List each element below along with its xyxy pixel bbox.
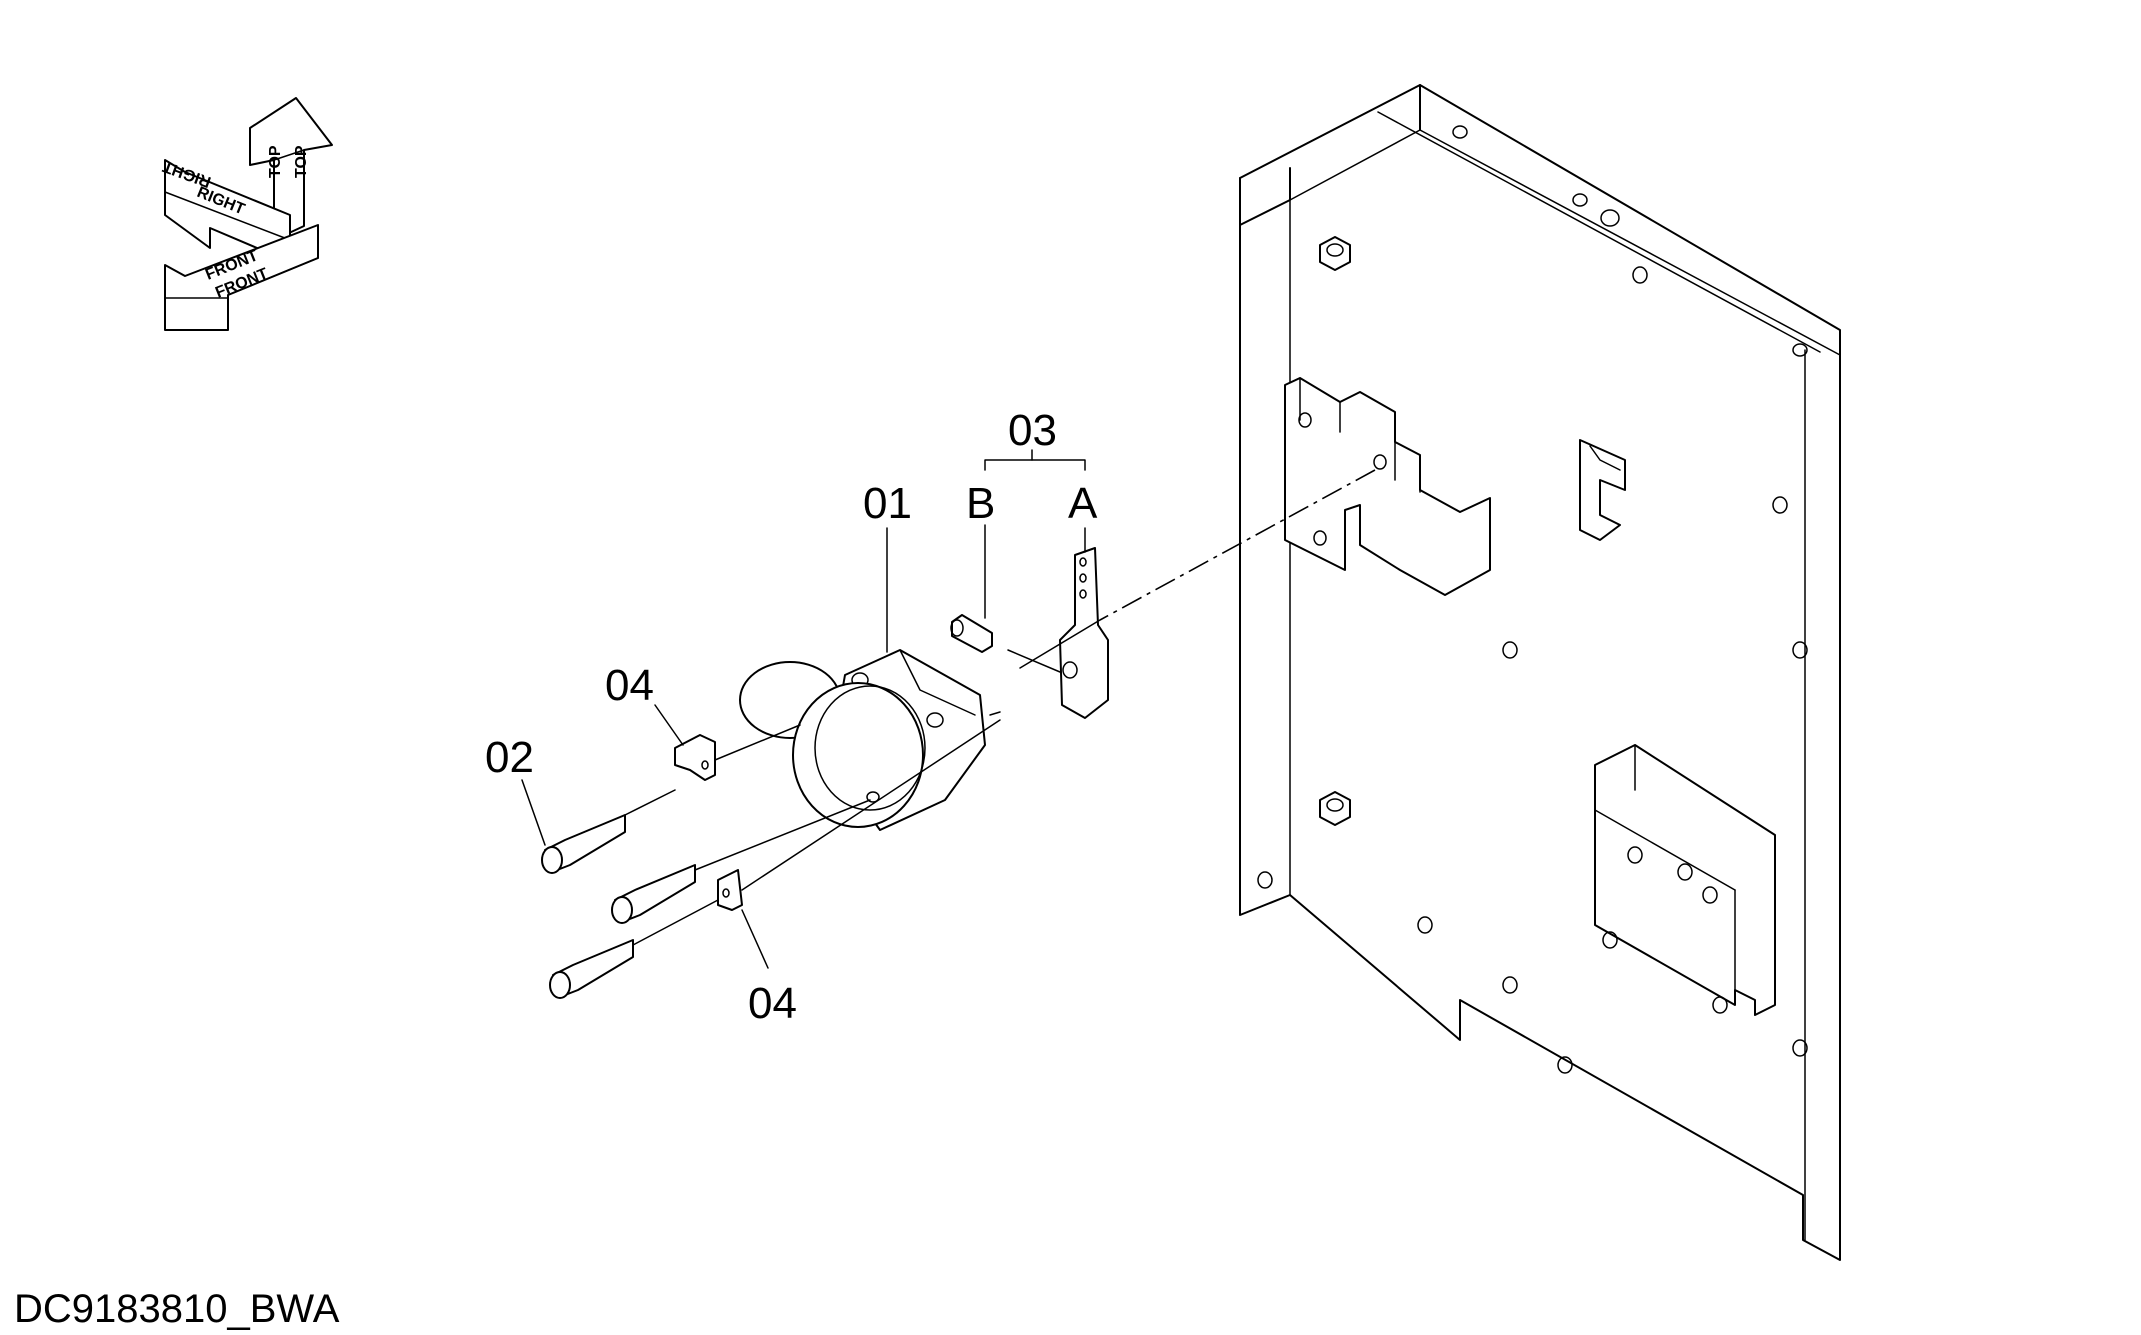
callout-04-lower: 04 <box>748 979 797 1028</box>
nut-upper-icon <box>1319 236 1351 271</box>
bolt-upper <box>541 814 626 874</box>
lower-bracket <box>1594 744 1776 1016</box>
top-arrow-icon <box>249 97 333 241</box>
right-arrow-icon <box>164 159 291 263</box>
nut-lower-icon <box>1319 791 1351 826</box>
clip-upper <box>674 734 716 781</box>
leader-lines <box>521 449 1086 969</box>
callout-03: 03 <box>1008 406 1057 455</box>
bolt-lower <box>549 939 634 999</box>
orientation-top-label-2: TOP <box>293 145 310 178</box>
assembly-lines <box>624 469 1376 946</box>
callout-02: 02 <box>485 733 534 782</box>
orientation-indicator: TOP TOP RIGHT RIGHT FRONT FRONT <box>161 97 333 331</box>
orientation-top-label: TOP <box>267 145 284 178</box>
callout-04-upper: 04 <box>605 661 654 710</box>
callout-b: B <box>966 479 995 528</box>
lever-arm <box>1059 547 1109 719</box>
callout-a: A <box>1068 479 1098 528</box>
screw-b <box>950 614 993 653</box>
actuator-motor <box>739 649 1001 831</box>
drawing-id: DC9183810_BWA <box>14 1287 340 1331</box>
upper-bracket <box>1284 377 1491 596</box>
hook-bracket <box>1579 439 1626 541</box>
mounting-plate <box>1239 84 1841 1261</box>
callout-01: 01 <box>863 479 912 528</box>
clip-lower <box>717 869 743 911</box>
bolt-middle <box>611 864 696 924</box>
